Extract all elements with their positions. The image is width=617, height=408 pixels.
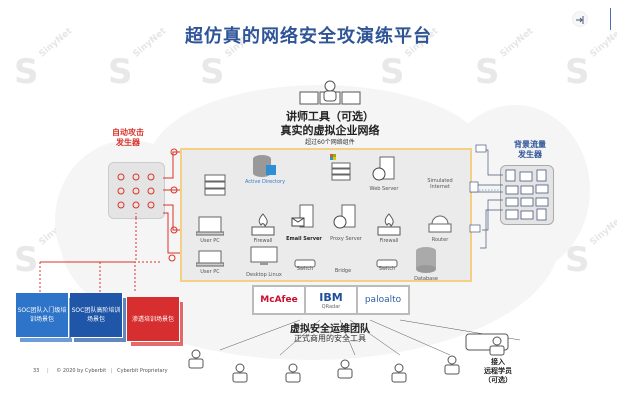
email-server-node: Email Server	[286, 204, 322, 242]
virtual-network-box: Active Directory Web Server Simulated In…	[180, 148, 472, 282]
firewall-node: Firewall	[250, 212, 276, 244]
divider	[610, 8, 611, 30]
exit-button[interactable]	[572, 11, 588, 27]
database-icon	[253, 155, 276, 177]
proxy-server-icon	[333, 204, 356, 229]
server-rack-icon	[204, 174, 226, 196]
package-soc-entry: SOC团队入门级培训场景包	[16, 293, 68, 337]
firewall-icon	[251, 213, 275, 236]
component-count-label: 超过60个网络组件	[305, 139, 355, 146]
web-server-node: Web Server	[370, 156, 398, 192]
copyright: © 2020 by Cyberbit	[56, 368, 107, 374]
desktop-linux-node: Desktop Linux	[246, 246, 282, 278]
virtual-network-label: 真实的虚拟企业网络	[280, 124, 380, 137]
remote-trainee-icons	[444, 333, 509, 375]
footer: 33 | © 2020 by Cyberbit | Cyberbit Propr…	[33, 368, 168, 374]
database-node: Database	[414, 246, 438, 282]
traffic-generator-box	[500, 165, 554, 225]
server-node	[204, 174, 226, 202]
switch-node: Switch	[294, 254, 316, 273]
attack-generator-box	[108, 162, 165, 219]
desktop-monitor-icon	[250, 246, 278, 265]
user-pc-node: User PC	[195, 216, 225, 244]
laptop-icon	[195, 250, 225, 267]
package-penetration: 渗透培训场景包	[127, 297, 179, 341]
switch-icon	[376, 259, 398, 268]
email-server-icon	[291, 204, 314, 228]
firewall-node: Firewall	[376, 212, 402, 244]
instructor-icon	[299, 80, 361, 105]
remote-trainee-label: 接入远程学员（可选）	[484, 358, 512, 384]
database-icon	[416, 247, 436, 273]
microsoft-node	[330, 154, 356, 188]
analyst-icons	[188, 349, 407, 383]
simulated-internet-label: Simulated Internet	[427, 178, 453, 190]
exit-icon	[576, 16, 584, 24]
web-server-icon	[372, 156, 395, 181]
router-icon	[428, 215, 452, 233]
attack-generator-label: 自动攻击发生器	[112, 128, 144, 147]
vendor-mcafee: McAfee	[252, 285, 306, 315]
switch-icon	[294, 259, 316, 268]
security-team-label: 虚拟安全运维团队	[290, 324, 370, 335]
bug-icons	[117, 173, 155, 209]
active-directory-node: Active Directory	[245, 154, 285, 185]
vendor-paloalto: paloalto	[356, 285, 410, 315]
traffic-paths	[469, 144, 503, 249]
traffic-file-icons	[505, 169, 549, 221]
proprietary: Cyberbit Proprietary	[117, 368, 168, 374]
firewall-icon	[377, 213, 401, 236]
instructor-label: 讲师工具（可选）	[286, 110, 374, 123]
router-node: Router	[428, 212, 452, 243]
laptop-icon	[195, 216, 225, 236]
page-title: 超仿真的网络安全攻演练平台	[185, 26, 432, 47]
page-number: 33	[33, 368, 40, 374]
microsoft-logo-icon	[330, 154, 351, 181]
package-soc-advanced: SOC团队高阶培训场景包	[70, 293, 122, 337]
security-tools-label: 正式商用的安全工具	[294, 334, 366, 343]
proxy-server-node: Proxy Server	[330, 204, 362, 242]
user-pc-node: User PC	[195, 250, 225, 275]
switch-node: Switch	[376, 254, 398, 273]
traffic-generator-label: 背景流量发生器	[514, 140, 546, 159]
bridge-label: Bridge	[334, 268, 352, 274]
